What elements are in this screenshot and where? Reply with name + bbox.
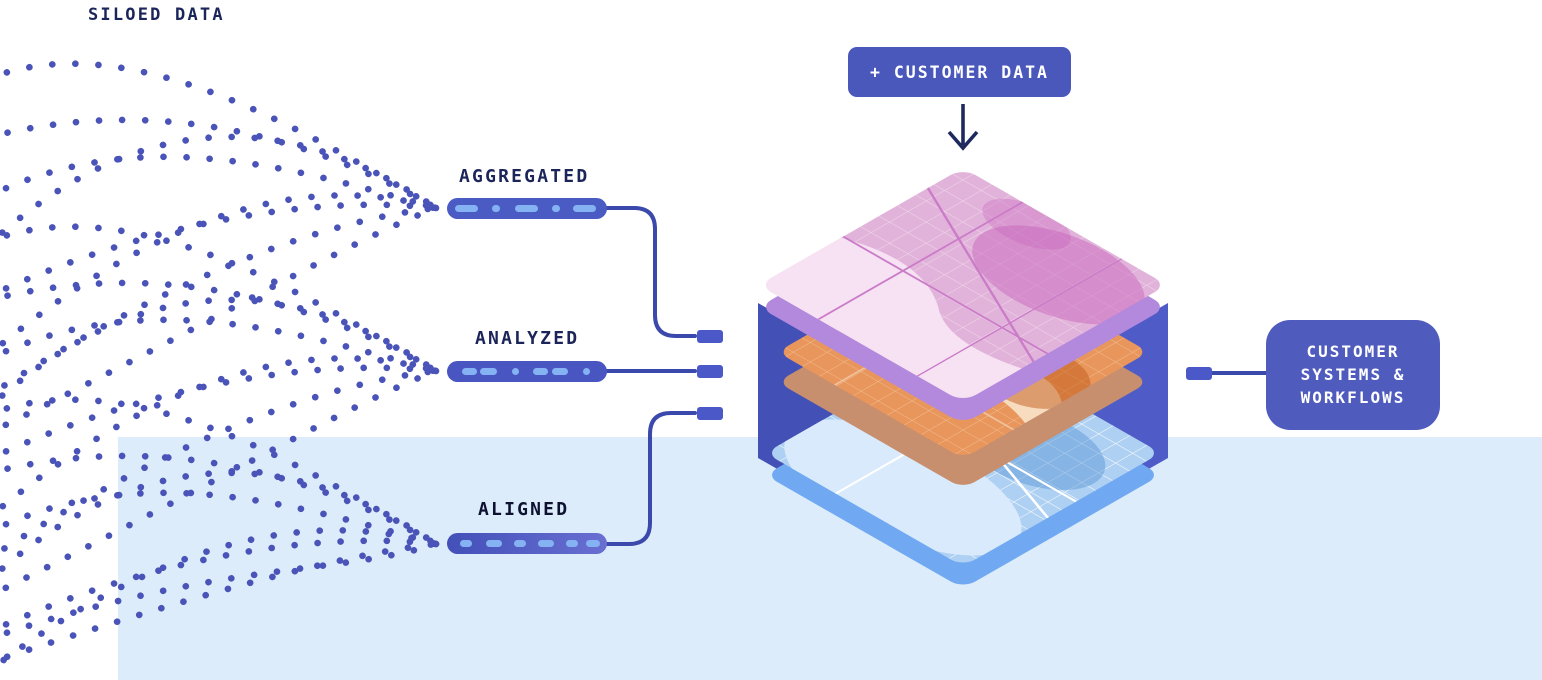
pipe-dash [538, 540, 554, 547]
connector-port-output [1186, 367, 1212, 380]
connector-port-aligned [697, 407, 723, 420]
pipe-dash [512, 368, 519, 375]
pipe-dash [460, 540, 472, 547]
pipe-dash [515, 205, 538, 212]
pipe-dash [480, 368, 497, 375]
aggregated-label: AGGREGATED [459, 166, 590, 187]
aligned-pipe [447, 533, 607, 554]
pipe-dash [573, 205, 596, 212]
customer-systems-line2: SYSTEMS & [1300, 365, 1406, 384]
arrow-down-icon [947, 104, 979, 151]
connector-port-aggregated [697, 330, 723, 343]
pipe-dash [566, 540, 578, 547]
pipe-dash [533, 368, 548, 375]
aggregated-connector-line [605, 206, 697, 338]
customer-systems-box[interactable]: CUSTOMER SYSTEMS & WORKFLOWS [1266, 320, 1440, 430]
customer-data-button[interactable]: + CUSTOMER DATA [848, 47, 1071, 97]
customer-systems-line3: WORKFLOWS [1300, 388, 1406, 407]
pipe-dash [455, 205, 478, 212]
pipe-dash [583, 368, 590, 375]
pipe-dash [462, 368, 477, 375]
analyzed-pipe [447, 361, 607, 382]
pipe-dash [586, 540, 600, 547]
pipe-dash [552, 205, 560, 212]
siloed-data-label: SILOED DATA [88, 5, 225, 25]
pipe-dash [486, 540, 502, 547]
pipe-dash [514, 540, 526, 547]
connector-port-analyzed [697, 365, 723, 378]
aligned-label: ALIGNED [478, 499, 570, 520]
pipe-dash [552, 368, 568, 375]
analyzed-label: ANALYZED [475, 328, 580, 349]
pipe-dash [492, 205, 500, 212]
top-map-layer [758, 167, 1168, 420]
aggregated-pipe [447, 198, 607, 219]
customer-systems-line1: CUSTOMER [1306, 342, 1400, 361]
light-panel-background [118, 437, 1542, 680]
